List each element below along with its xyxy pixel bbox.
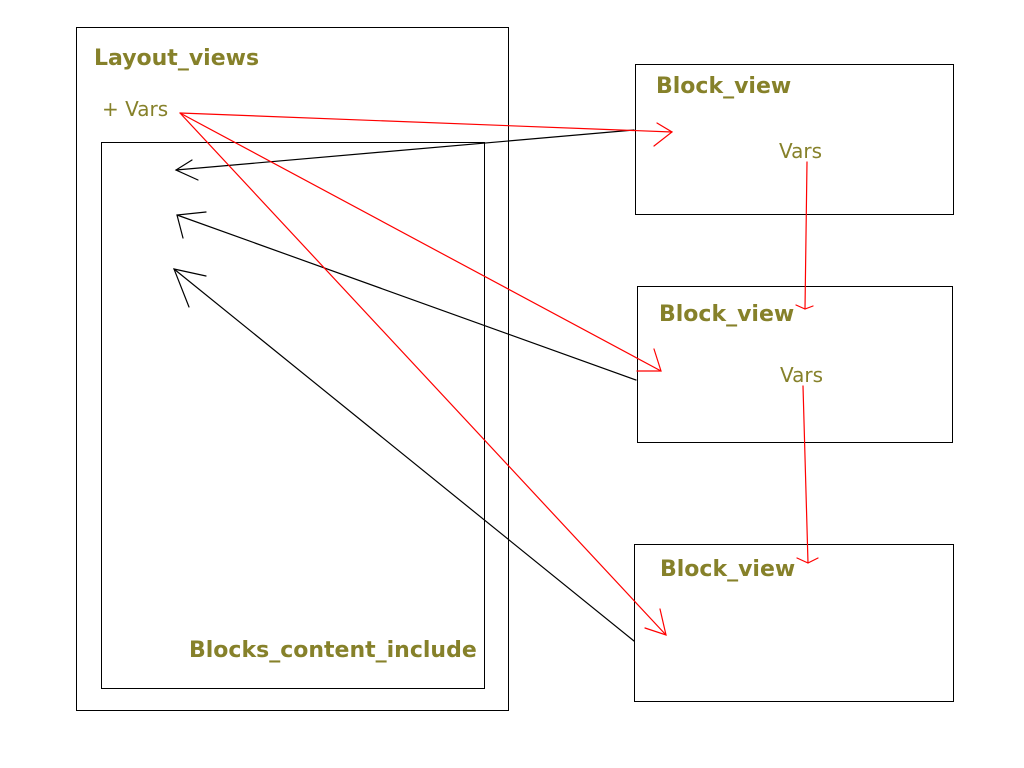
block-view-title-3: Block_view bbox=[660, 557, 796, 582]
include-arrow-3-head bbox=[173, 268, 207, 308]
layout-views-title: Layout_views bbox=[94, 46, 260, 71]
block-view-vars-label-2: Vars bbox=[780, 363, 824, 387]
block-view-box-3 bbox=[634, 544, 954, 702]
vars-chain-2-line bbox=[802, 385, 809, 564]
vars-arrow-2-head bbox=[636, 348, 662, 372]
vars-arrow-1-head bbox=[653, 122, 674, 147]
include-arrow-2-head bbox=[176, 211, 207, 239]
block-view-title-2: Block_view bbox=[659, 302, 795, 327]
vars-arrow-3-head bbox=[644, 608, 667, 636]
vars-chain-1-line bbox=[804, 161, 808, 310]
include-arrow-2-line bbox=[176, 214, 637, 381]
block-view-vars-label-1: Vars bbox=[779, 139, 823, 163]
include-arrow-3-line bbox=[173, 268, 635, 642]
block-view-box-1 bbox=[635, 64, 954, 215]
vars-chain-2-head bbox=[796, 557, 819, 564]
vars-arrow-1-line bbox=[179, 112, 673, 133]
layout-views-vars-label: + Vars bbox=[102, 97, 169, 121]
include-arrow-1-line bbox=[175, 129, 635, 171]
vars-chain-1-head bbox=[795, 304, 814, 310]
include-arrow-1-head bbox=[174, 159, 199, 181]
blocks-content-include-title: Blocks_content_include bbox=[189, 638, 477, 663]
layout-views-box bbox=[76, 27, 509, 711]
blocks-content-include-box bbox=[101, 142, 485, 689]
vars-arrow-3-line bbox=[179, 112, 667, 636]
vars-arrow-2-line bbox=[179, 112, 662, 372]
block-view-box-2 bbox=[637, 286, 953, 443]
block-view-title-1: Block_view bbox=[656, 74, 792, 99]
